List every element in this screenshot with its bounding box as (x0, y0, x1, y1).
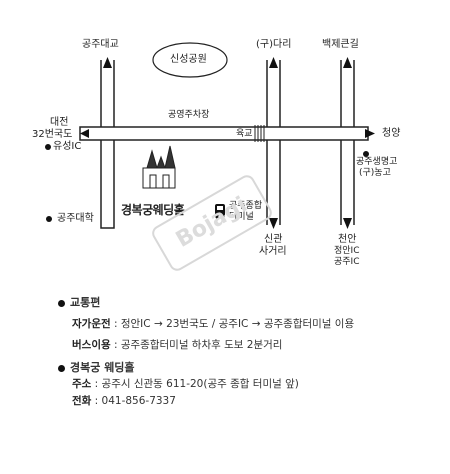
label-cheonan: 천안 (338, 234, 357, 245)
label-overpass: 육교 (236, 129, 253, 139)
label-singwan: 신관 (264, 234, 283, 245)
bullet-icon (58, 299, 65, 307)
label-venue: 경복궁웨딩홀 (121, 203, 185, 217)
venue-heading: 경복궁 웨딩홀 (58, 361, 135, 375)
overpass-icon (254, 125, 265, 142)
road-baekje (340, 57, 355, 127)
bullet-icon (58, 364, 65, 372)
bus-directions: 버스이용 : 공주종합터미널 하차후 도보 2분거리 (72, 339, 283, 351)
label-cheongyang: 청양 (382, 128, 401, 139)
label-gu-bridge: (구)다리 (256, 39, 292, 50)
dot-saengmyeong-icon (363, 151, 369, 157)
label-university: 공주대학 (57, 213, 94, 224)
arrow-cheongyang-icon (365, 129, 375, 138)
label-terminal-2: 터미널 (229, 212, 254, 222)
label-gongju-ic: 공주IC (334, 257, 360, 267)
label-old-agri: (구)농고 (359, 168, 391, 178)
main-road (79, 126, 369, 141)
road-cheonan (340, 140, 355, 229)
dot-yuseong-icon (45, 144, 51, 150)
label-saengmyeong: 공주생명고 (356, 157, 398, 167)
label-gongju-bridge: 공주대교 (82, 39, 119, 50)
phone-line: 전화 : 041-856-7337 (72, 395, 176, 407)
transport-heading: 교통편 (58, 296, 100, 310)
label-intersection: 사거리 (259, 246, 287, 257)
road-network (45, 42, 375, 229)
car-directions: 자가운전 : 정안IC → 23번국도 / 공주IC → 공주종합터미널 이용 (72, 318, 355, 330)
bus-icon (215, 204, 225, 219)
label-daejeon: 대전 (50, 117, 69, 128)
label-parking: 공영주차장 (168, 110, 210, 120)
road-singwan (266, 140, 281, 229)
arrow-daejeon-icon (80, 129, 89, 138)
road-gongju-bridge (100, 57, 115, 127)
dot-university-icon (46, 216, 52, 222)
address-line: 주소 : 공주시 신관동 611-20(공주 종합 터미널 앞) (72, 378, 299, 390)
label-terminal-1: 공주종합 (229, 201, 263, 211)
location-map: 공주대교 신성공원 (구)다리 백제큰길 대전 32번국도 유성IC 공영주차장… (32, 39, 401, 274)
road-university (100, 140, 115, 229)
label-jeongan-ic: 정안IC (334, 246, 360, 256)
sinseong-park-shape (152, 42, 228, 78)
label-baekje-road: 백제큰길 (322, 39, 359, 50)
label-sinseong-park: 신성공원 (170, 54, 207, 65)
label-yuseong-ic: 유성IC (53, 141, 82, 152)
road-gu-bridge (266, 57, 281, 127)
label-route32: 32번국도 (32, 129, 73, 140)
castle-icon (142, 145, 176, 189)
